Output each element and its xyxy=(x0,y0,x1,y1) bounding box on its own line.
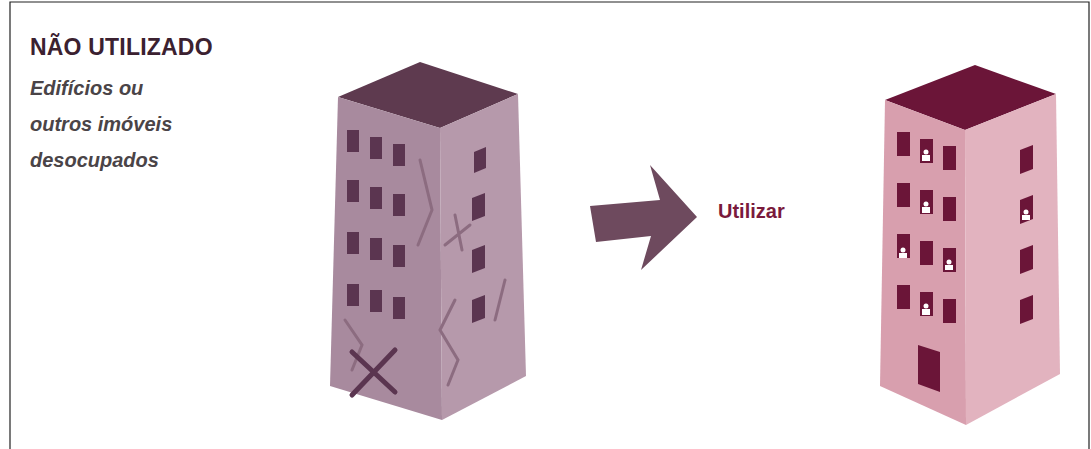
frame xyxy=(10,2,1089,449)
diagram-title: NÃO UTILIZADO xyxy=(30,34,213,61)
occupied-building xyxy=(880,65,1060,425)
transform-arrow xyxy=(590,165,697,270)
action-label: Utilizar xyxy=(718,200,828,223)
empty-building xyxy=(330,62,526,420)
subtitle-note: Edifícios ou outros imóveis desocupados xyxy=(30,70,198,178)
